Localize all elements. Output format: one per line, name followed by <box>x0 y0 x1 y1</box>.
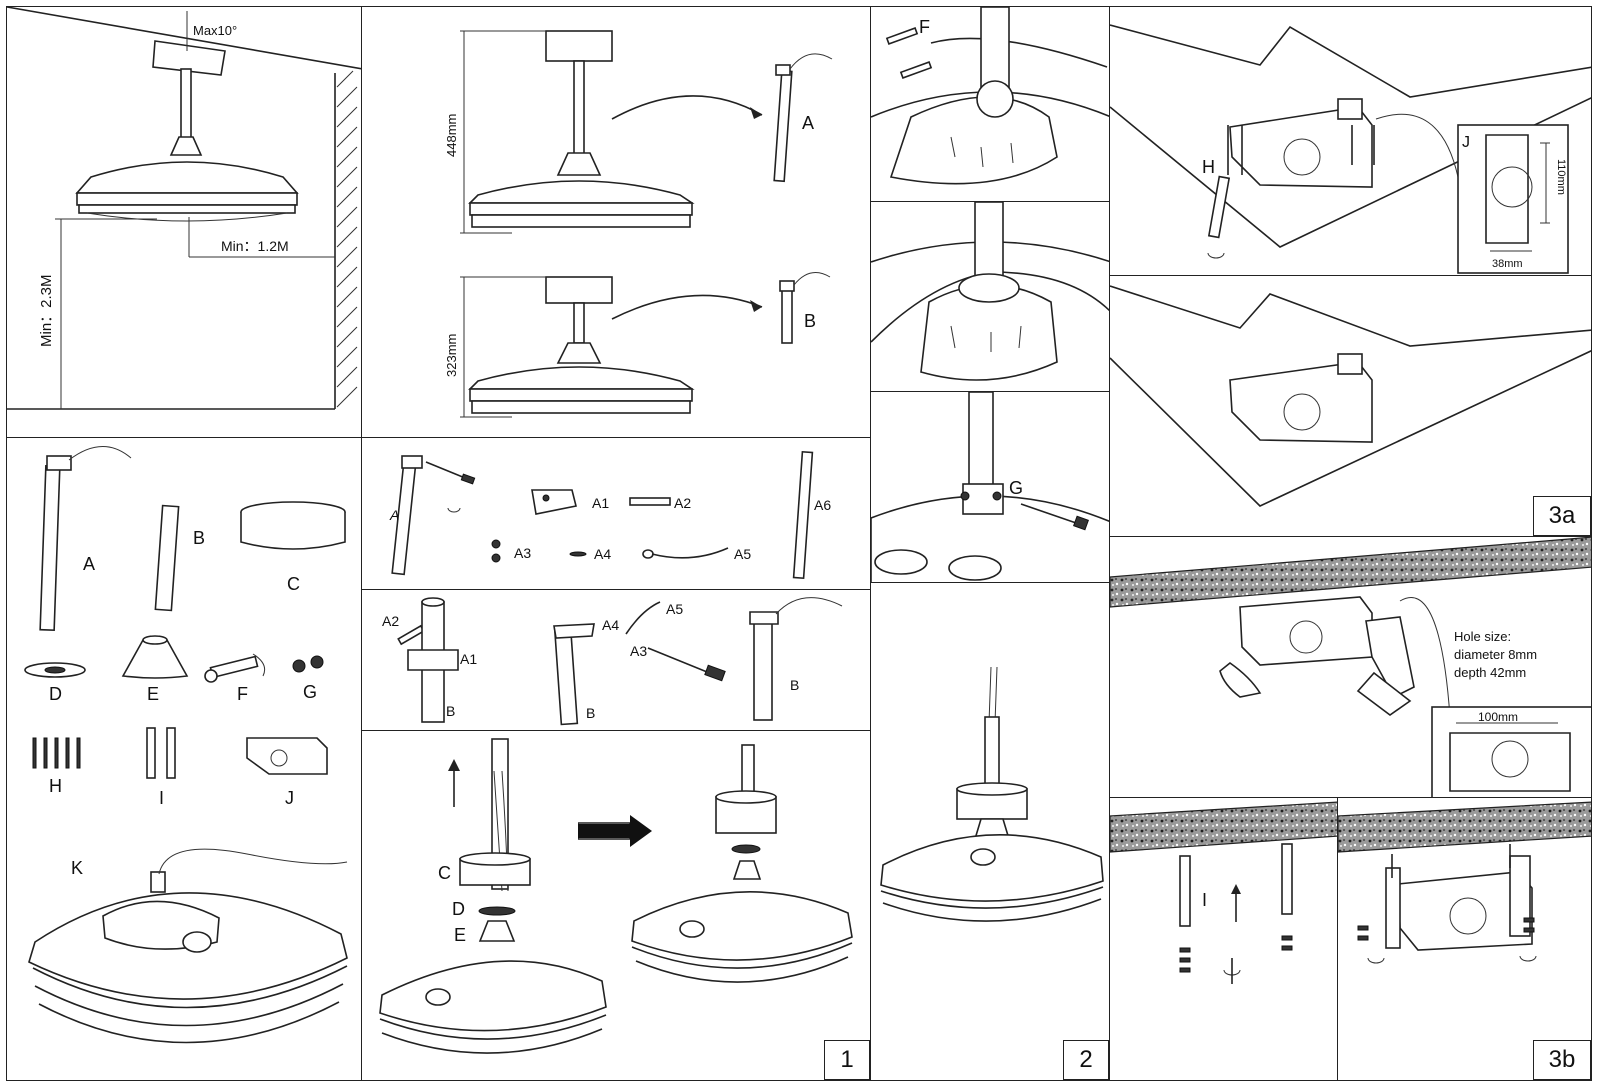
step-3b-bracket-panel: 3b <box>1337 797 1592 1081</box>
max-angle-label: Max10° <box>193 23 237 38</box>
assembly-a1-label: A1 <box>460 651 477 667</box>
part-c-label: C <box>287 574 300 594</box>
part-f-label: F <box>237 684 248 704</box>
min-floor-label: Min：2.3M <box>38 274 55 347</box>
downrod-length-panel: 448mm A 323mm B <box>361 6 871 438</box>
clearance-diagram: Max10° Min：1.2M Min：2.3M <box>7 7 361 410</box>
rod-a <box>773 69 793 183</box>
assembly-b1-label: B <box>446 703 455 719</box>
step1-d-label: D <box>452 899 465 919</box>
ceiling-concrete <box>1110 537 1591 608</box>
step-1-panel: C D E 1 <box>361 730 871 1081</box>
step-2-pin-panel: F <box>870 6 1110 202</box>
clearance-panel: Max10° Min：1.2M Min：2.3M <box>6 6 362 438</box>
rod-parts-panel: A A1 A2 A3 A4 A5 A6 <box>361 437 871 590</box>
part-h-label: H <box>49 776 62 796</box>
length-323-label: 323mm <box>444 334 459 377</box>
rod-parts-diagram: A A1 A2 A3 A4 A5 A6 <box>389 450 831 580</box>
assembly-a5-label: A5 <box>666 601 683 617</box>
drill-diagram: Hole size: diameter 8mm depth 42mm 100mm <box>1110 537 1591 797</box>
drill-dim-label: 100mm <box>1478 710 1518 724</box>
step-1-diagram: C D E <box>379 738 853 1054</box>
step-2-final-diagram <box>880 666 1104 922</box>
step1-c-label: C <box>438 863 451 883</box>
step-1-number: 1 <box>824 1040 870 1080</box>
rod-assembly-panel: A2 A1 B A4 A5 A3 B B <box>361 589 871 731</box>
assembly-a4-label: A4 <box>602 617 619 633</box>
part-a2-label: A2 <box>674 495 691 511</box>
step-3a-number: 3a <box>1533 496 1591 536</box>
part-g-label: G <box>303 682 317 702</box>
step-2-screw-panel: G <box>870 391 1110 583</box>
step-3b-anchor-diagram: I <box>1110 801 1337 984</box>
part-a3-label: A3 <box>514 545 531 561</box>
wall-hatching <box>336 70 358 408</box>
step-3a-panel: H J 110mm 38mm <box>1109 6 1592 276</box>
step-2-pin-diagram: F <box>871 7 1109 185</box>
step3a-j-label: J <box>1462 134 1470 151</box>
hole-size-line2: diameter 8mm <box>1454 647 1537 662</box>
step2-g-label: G <box>1009 478 1023 498</box>
assembly-a2-label: A2 <box>382 613 399 629</box>
step2-f-label: F <box>919 17 930 37</box>
step3b-i-label: I <box>1202 890 1207 910</box>
drill-panel: Hole size: diameter 8mm depth 42mm 100mm <box>1109 536 1592 798</box>
assembly-a3-label: A3 <box>630 643 647 659</box>
part-a1-label: A1 <box>592 495 609 511</box>
rod-assembly-diagram: A2 A1 B A4 A5 A3 B B <box>382 597 843 726</box>
part-k-label: K <box>71 858 83 878</box>
screws-h <box>32 737 81 769</box>
step-3a-result-diagram <box>1110 285 1591 507</box>
rod-a-italic-label: A <box>389 507 399 523</box>
assembly-b2-label: B <box>586 705 595 721</box>
part-b-label: B <box>193 528 205 548</box>
part-i-label: I <box>159 788 164 808</box>
part-j-label: J <box>285 788 294 808</box>
part-a4-label: A4 <box>594 546 611 562</box>
part-a5-label: A5 <box>734 546 751 562</box>
rod-b-label: B <box>804 311 816 331</box>
parts-list-diagram: A B C D E F G <box>24 446 348 1044</box>
step-3a-diagram: H J 110mm 38mm <box>1110 24 1591 274</box>
step-2-final-panel: 2 <box>870 582 1110 1081</box>
step3a-width-label: 38mm <box>1492 258 1523 270</box>
assembly-b3-label: B <box>790 677 799 693</box>
fan-body <box>75 161 299 194</box>
step-2-mounted-diagram <box>871 202 1109 381</box>
part-a-label: A <box>83 554 95 574</box>
step3a-height-label: 110mm <box>1555 159 1567 195</box>
step-2-mounted-panel <box>870 201 1110 392</box>
step3a-h-label: H <box>1202 157 1215 177</box>
parts-list-panel: A B C D E F G <box>6 437 362 1081</box>
step-3b-number: 3b <box>1533 1040 1591 1080</box>
step-3b-bracket-diagram <box>1338 801 1591 964</box>
hole-size-line1: Hole size: <box>1454 629 1511 644</box>
rod-a-label: A <box>802 113 814 133</box>
length-448-label: 448mm <box>444 114 459 157</box>
step-2-number: 2 <box>1063 1040 1109 1080</box>
hole-size-line3: depth 42mm <box>1454 665 1526 680</box>
step-2-screw-diagram: G <box>871 392 1109 582</box>
step1-e-label: E <box>454 925 466 945</box>
part-e-label: E <box>147 684 159 704</box>
step-3a-result-panel: 3a <box>1109 275 1592 537</box>
downrod-length-diagram: 448mm A 323mm B <box>444 30 833 418</box>
part-a6-label: A6 <box>814 497 831 513</box>
step-3b-anchor-panel: I <box>1109 797 1338 1081</box>
part-d-label: D <box>49 684 62 704</box>
min-wall-label: Min：1.2M <box>221 238 289 254</box>
rod-b <box>781 286 793 344</box>
